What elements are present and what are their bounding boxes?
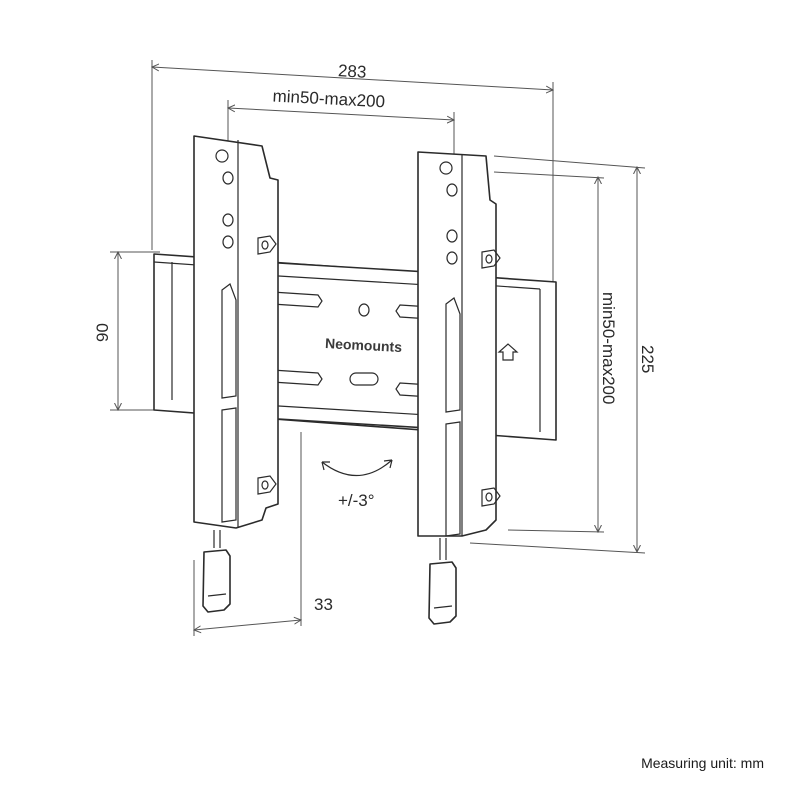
dimension-wall-plate-height: 90 <box>93 252 160 410</box>
tilt-arc-icon <box>321 459 393 477</box>
brand-label: Neomounts <box>325 335 403 355</box>
left-locking-knob <box>202 549 231 613</box>
vesa-vertical-label: min50-max200 <box>599 292 618 404</box>
dimension-vesa-vertical: min50-max200 <box>493 171 618 532</box>
tilt-indicator: +/-3° <box>321 459 393 510</box>
vesa-horizontal-label: min50-max200 <box>272 86 385 111</box>
tilt-label: +/-3° <box>338 491 375 510</box>
right-vertical-arm <box>417 151 501 625</box>
depth-label: 33 <box>314 595 333 614</box>
right-locking-knob <box>428 561 457 625</box>
dimension-overall-height: 225 <box>469 155 657 554</box>
measuring-unit-note: Measuring unit: mm <box>641 755 764 771</box>
dimension-depth: 33 <box>194 432 333 636</box>
left-vertical-arm <box>193 135 279 613</box>
up-arrow-icon <box>497 343 519 361</box>
dimension-overall-width: 283 <box>152 60 553 282</box>
overall-height-label: 225 <box>638 345 657 373</box>
wall-plate-height-label: 90 <box>93 323 112 342</box>
overall-width-label: 283 <box>338 61 367 82</box>
